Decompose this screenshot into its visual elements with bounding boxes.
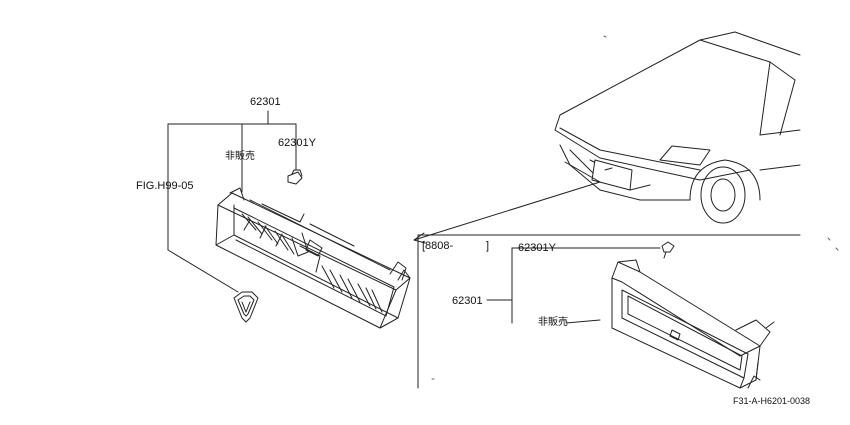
car-front-view — [554, 31, 801, 224]
inset-part-number-ornament: 62301Y — [518, 242, 556, 254]
scan-specks — [431, 35, 839, 380]
emblem-left — [233, 291, 259, 323]
detail-arrow — [413, 181, 601, 244]
drawing-id: F31-A-H6201-0038 — [733, 396, 811, 406]
figure-reference: FIG.H99-05 — [136, 180, 194, 192]
part-number-grille: 62301 — [250, 96, 281, 108]
note-not-sold: 非販売 — [225, 151, 255, 162]
ornament-clip-left — [287, 169, 303, 185]
front-grille-left — [215, 187, 411, 329]
inset-date-code-close: ] — [486, 240, 490, 252]
inset-frame — [417, 234, 801, 389]
inset-note-not-sold: 非販売 — [538, 317, 568, 328]
inset-date-code-open: [8808- — [422, 240, 454, 252]
left-leader-lines — [167, 110, 297, 293]
part-number-ornament: 62301Y — [278, 137, 316, 149]
ornament-clip-inset — [661, 241, 675, 259]
inset-part-number-grille: 62301 — [452, 295, 483, 307]
inset-leader-lines — [486, 247, 661, 324]
front-grille-inset — [611, 259, 775, 389]
